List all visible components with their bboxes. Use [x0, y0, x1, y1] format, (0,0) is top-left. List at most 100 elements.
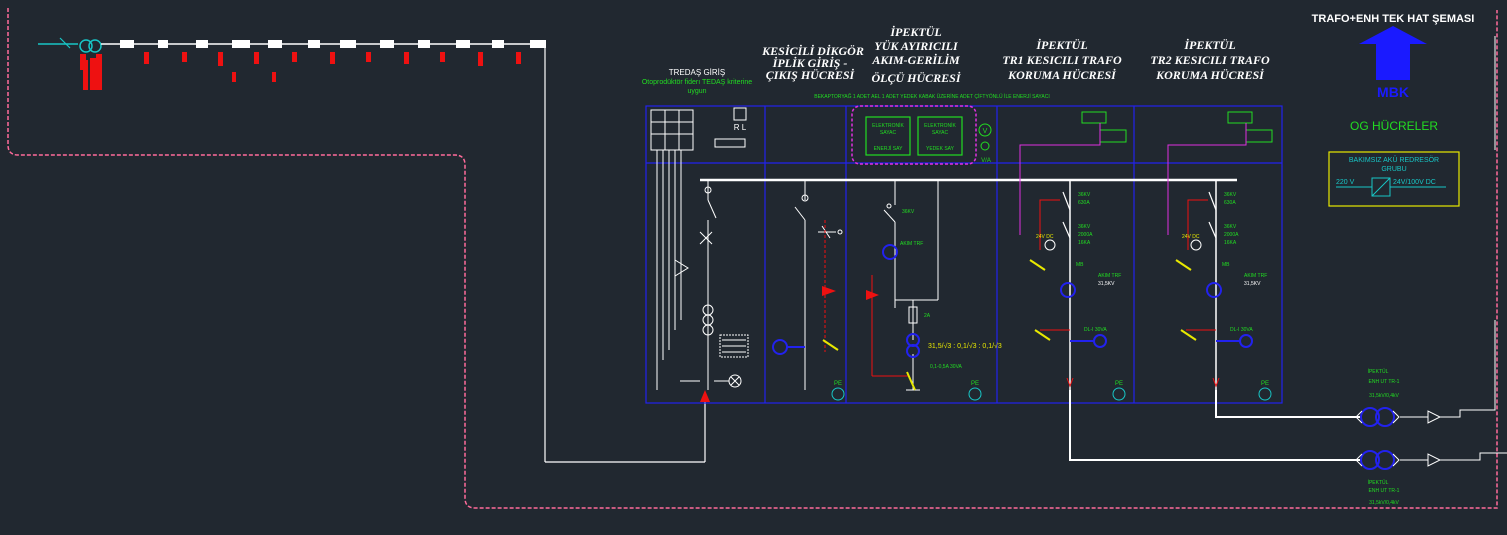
aku-title2: GRUBU	[1381, 166, 1406, 173]
cell2-header-l1: YÜK AYIRICILI	[874, 39, 959, 53]
cell3-internals	[1019, 111, 1127, 390]
cell4-header-l3: KORUMA HÜCRESİ	[1155, 68, 1265, 82]
cell4-pe-symbol	[1258, 387, 1272, 401]
cell4-a: 630A	[1224, 200, 1236, 206]
mbk-label: MBK	[1377, 84, 1409, 100]
cell3-mb: MB	[1076, 262, 1084, 268]
cell2-pe: PE	[971, 381, 979, 387]
cell1-blue-node	[772, 339, 788, 355]
transformer-tr1	[1355, 320, 1496, 427]
cell2-akim: AKIM TRF	[900, 241, 923, 247]
tedas-cell	[650, 109, 749, 390]
cell3-ka: 16KA	[1078, 240, 1091, 246]
cell3-kv2: 36KV	[1078, 224, 1091, 230]
cell1-header-l1: KESİCİLİ DİKGÖR	[761, 44, 864, 58]
vt-sub: 0,1-0,5A 30VA	[930, 364, 963, 370]
mbk-arrow	[1359, 26, 1427, 80]
red-arrow-incoming	[700, 390, 710, 402]
vm-kv: V/A	[981, 158, 991, 164]
meter-2-sub: SAYAC	[932, 130, 949, 136]
meter-2-name: ELEKTRONİK	[924, 122, 956, 129]
cell2-yellow-earth	[906, 371, 916, 391]
cell1-header-l2: İPLİK GİRİŞ -	[772, 56, 848, 70]
cell4-kv: 36KV	[1224, 192, 1237, 198]
cell4-ka: 16KA	[1224, 240, 1237, 246]
vm-v: V	[983, 128, 988, 135]
tedas-line1: Otoprodüktör fiderı TEDAŞ kriterine	[642, 79, 752, 86]
transformer-tr2	[1355, 450, 1507, 470]
cell3-a2: 2000A	[1078, 232, 1093, 238]
cell2-fuse: 2A	[924, 313, 931, 319]
terminal-box	[714, 138, 746, 148]
tr1-rating: 31,5kV/0,4kV	[1369, 393, 1399, 399]
cell4-kv2: 36KV	[1224, 224, 1237, 230]
cell4-eb: 24V DC	[1182, 234, 1200, 240]
aku-right: 24V/100V DC	[1393, 179, 1436, 186]
cell4-akim-sub: 31,5KV	[1244, 281, 1261, 287]
cell4-akim: AKIM TRF	[1244, 273, 1267, 279]
aku-left: 220 V	[1336, 179, 1355, 186]
transformer-feeders	[1069, 390, 1360, 461]
tr1-top: İPEKTÜL	[1368, 368, 1389, 375]
cell2-red-arrow	[866, 290, 879, 300]
meter-1	[865, 116, 911, 156]
ammeter-icon	[980, 141, 990, 151]
og-hucreler-label: OG HÜCRELER	[1350, 119, 1438, 133]
tedas-line2: uygun	[687, 88, 706, 95]
tedas-title: TREDAŞ GİRİŞ	[669, 68, 725, 77]
boundary-outline	[7, 8, 1498, 509]
cell4-mb: MB	[1222, 262, 1230, 268]
cell1-pe-symbol	[831, 387, 845, 401]
cell4-header-l2: TR2 KESICILI TRAFO	[1150, 53, 1270, 67]
cell3-pe: PE	[1115, 381, 1123, 387]
cell2-header-l2: AKIM-GERİLİM	[871, 53, 960, 67]
cell4-a2: 2000A	[1224, 232, 1239, 238]
cell1-pe: PE	[834, 381, 842, 387]
voltmeter-icon	[978, 123, 992, 137]
tr2-name: ENH UT TR-1	[1369, 488, 1400, 494]
cell3-akim: AKIM TRF	[1098, 273, 1121, 279]
rl-label: R L	[734, 123, 747, 132]
cell3-kv: 36KV	[1078, 192, 1091, 198]
meter-1-bottom: ENERJİ SAY	[874, 145, 903, 152]
cell4-header-l1: İPEKTÜL	[1183, 38, 1235, 52]
cell2-header-l3: ÖLÇÜ HÜCRESİ	[871, 71, 961, 85]
cell3-dl: DL-I 30VA	[1084, 327, 1107, 333]
cell3-akim-sub: 31,5KV	[1098, 281, 1115, 287]
tr2-top: İPEKTÜL	[1368, 479, 1389, 486]
cell3-header-l2: TR1 KESICILI TRAFO	[1002, 53, 1122, 67]
cell2-header-l0: İPEKTÜL	[889, 25, 941, 39]
cell3-header-l3: KORUMA HÜCRESİ	[1007, 68, 1117, 82]
cell4-internals	[1167, 111, 1273, 390]
aku-redresor-box	[1328, 151, 1460, 207]
cell1-red-arrow	[822, 286, 836, 296]
meter-2	[917, 116, 963, 156]
tr2-rating: 31,5kV/0,4kV	[1369, 500, 1399, 506]
cell3-pe-symbol	[1112, 387, 1126, 401]
meter-1-name: ELEKTRONİK	[872, 122, 904, 129]
tr1-name: ENH UT TR-1	[1369, 379, 1400, 385]
cell4-dl: DL-I 30VA	[1230, 327, 1253, 333]
cell3-header-l1: İPEKTÜL	[1035, 38, 1087, 52]
cell2-kv: 36KV	[902, 209, 915, 215]
cell-frames	[645, 105, 1283, 404]
vt-ratio: 31,5/√3 : 0,1/√3 : 0,1/√3	[928, 342, 1002, 350]
cell4-pe: PE	[1261, 381, 1269, 387]
diagram-title: TRAFO+ENH TEK HAT ŞEMASI	[1312, 13, 1475, 25]
cell3-eb: 24V DC	[1036, 234, 1054, 240]
meter-1-sub: SAYAC	[880, 130, 897, 136]
cell2-pe-symbol	[968, 387, 982, 401]
note-line: BEKAPTORYAĞ 1 ADET AEL 1 ADET YEDEK KABA…	[814, 93, 1049, 100]
cell3-a: 630A	[1078, 200, 1090, 206]
vt-circle-2	[906, 344, 920, 358]
rl-box	[733, 107, 747, 121]
cell2-ct-blue	[882, 244, 898, 260]
cell1-yellow-switch	[822, 339, 839, 351]
meter-2-bottom: YEDEK SAY	[926, 146, 955, 152]
meter-group-outline	[851, 105, 977, 165]
cell1-internals	[794, 180, 843, 390]
top-busbar-fragment	[38, 37, 706, 463]
cell1-header-l3: ÇIKIŞ HÜCRESİ	[766, 68, 856, 82]
